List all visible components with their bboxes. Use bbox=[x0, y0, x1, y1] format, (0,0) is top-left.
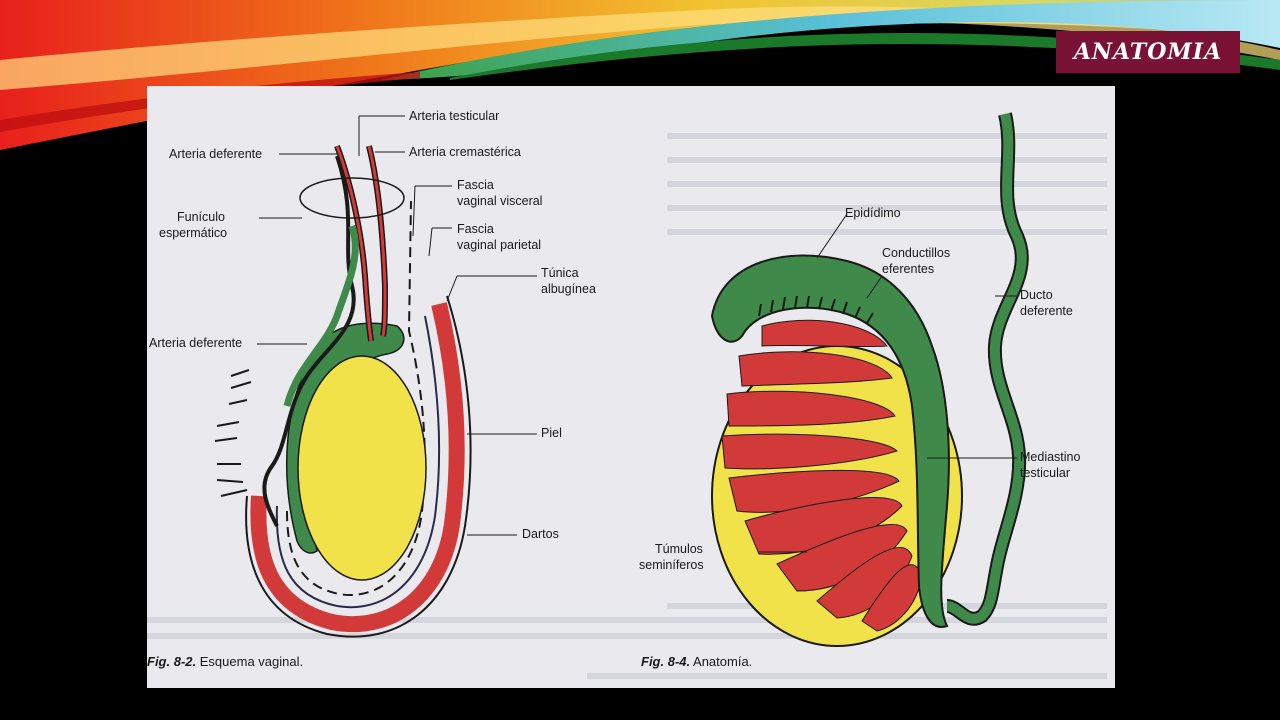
label-fascia-parietal-line1: Fascia bbox=[457, 222, 494, 236]
label-epididimo: Epidídimo bbox=[845, 206, 901, 220]
label-mediastino-line2: testicular bbox=[1020, 466, 1071, 480]
label-piel: Piel bbox=[541, 426, 562, 440]
label-funiculo-line1: Funículo bbox=[177, 210, 225, 224]
label-tunica-line2: albugínea bbox=[541, 282, 596, 296]
left-diagram bbox=[214, 115, 537, 638]
label-arteria-deferente-mid: Arteria deferente bbox=[149, 336, 243, 350]
label-funiculo-line2: espermático bbox=[159, 226, 228, 240]
label-ducto-line2: deferente bbox=[1020, 304, 1073, 318]
label-tumulos-line2: seminíferos bbox=[639, 558, 704, 572]
caption-left-text: Esquema vaginal. bbox=[199, 654, 304, 669]
label-ducto-line1: Ducto bbox=[1020, 288, 1053, 302]
label-conductillos-line1: Conductillos bbox=[882, 246, 951, 260]
label-conductillos-line2: eferentes bbox=[882, 262, 935, 276]
label-tunica-line1: Túnica bbox=[541, 266, 579, 280]
label-arteria-testicular: Arteria testicular bbox=[409, 109, 500, 123]
label-arteria-deferente-top: Arteria deferente bbox=[169, 147, 263, 161]
caption-left-number: Fig. 8-2. bbox=[147, 654, 197, 669]
right-diagram bbox=[710, 112, 1029, 647]
label-tumulos-line1: Túmulos bbox=[655, 542, 703, 556]
caption-right: Fig. 8-4. Anatomía. bbox=[641, 654, 752, 669]
slide-title: ANATOMIA bbox=[1056, 31, 1240, 73]
caption-right-text: Anatomía. bbox=[693, 654, 753, 669]
label-fascia-visceral-line1: Fascia bbox=[457, 178, 494, 192]
scanned-page: Arteria testicular Arteria deferente Art… bbox=[147, 86, 1115, 688]
anatomy-illustration bbox=[147, 112, 1107, 679]
caption-left: Fig. 8-2. Esquema vaginal. bbox=[147, 654, 303, 669]
label-mediastino-line1: Mediastino bbox=[1020, 450, 1081, 464]
label-fascia-parietal-line2: vaginal parietal bbox=[457, 238, 542, 252]
background-text-lines bbox=[147, 133, 1107, 679]
caption-right-number: Fig. 8-4. bbox=[641, 654, 691, 669]
label-arteria-cremasterica: Arteria cremastérica bbox=[409, 145, 521, 159]
label-dartos: Dartos bbox=[522, 527, 559, 541]
label-fascia-visceral-line2: vaginal visceral bbox=[457, 194, 543, 208]
